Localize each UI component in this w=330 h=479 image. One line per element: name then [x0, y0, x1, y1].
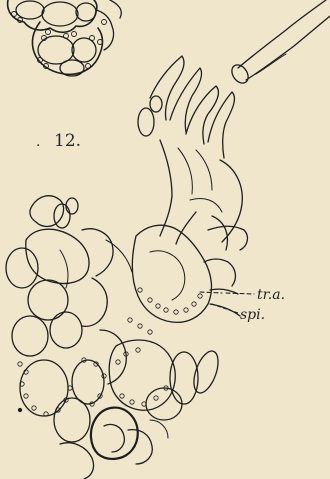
central-mass	[128, 225, 254, 334]
figure-number-dot: .	[36, 134, 40, 150]
top-cell-cluster	[8, 0, 122, 76]
label-spi: spi.	[240, 307, 265, 323]
finger-projections	[138, 56, 247, 250]
figure-number: 12.	[54, 131, 81, 151]
left-cell-cluster	[6, 196, 132, 442]
upper-duct	[229, 0, 330, 86]
label-tr-a: tr.a.	[257, 287, 285, 303]
